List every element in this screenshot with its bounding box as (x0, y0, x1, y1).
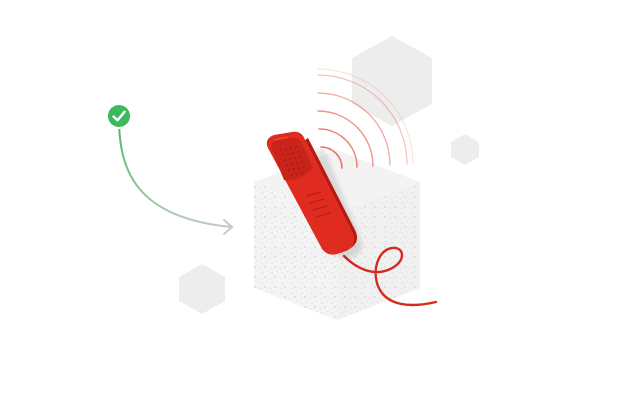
sound-waves-icon (317, 68, 414, 169)
speaker-grille (280, 146, 305, 176)
check-circle-icon (106, 103, 132, 129)
flow-arrow-icon (118, 121, 234, 235)
cube-right-face (337, 182, 420, 320)
hexagon-large-back (352, 36, 432, 126)
phone-cord-icon (342, 246, 438, 307)
handset-side (305, 138, 357, 251)
hexagon-small-left (179, 264, 225, 314)
telephone-handset-icon (266, 131, 357, 255)
hexagon-small-right (451, 134, 479, 165)
handset-speaker-area (271, 137, 313, 181)
handset-grip-ridges (306, 191, 331, 218)
